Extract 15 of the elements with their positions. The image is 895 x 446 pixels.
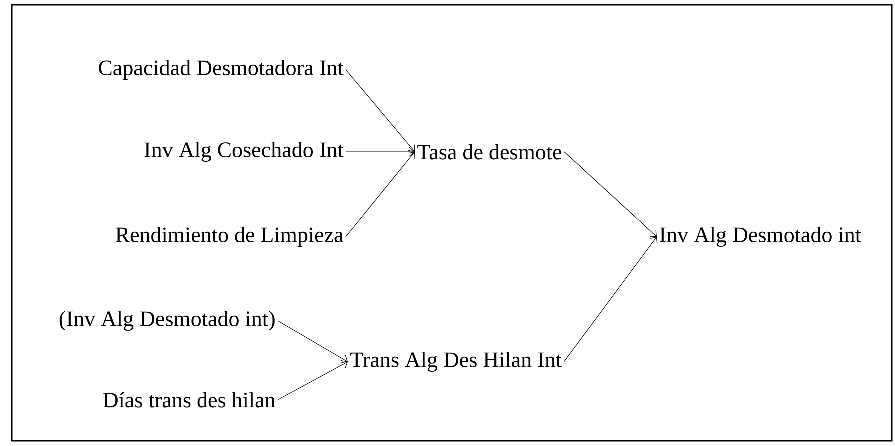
arrow: [278, 360, 348, 400]
arrow: [346, 152, 416, 238]
variable-label: (Inv Alg Desmotado int): [60, 310, 275, 331]
arrow: [346, 147, 415, 157]
arrow: [564, 237, 658, 362]
arrow: [564, 152, 657, 237]
variable-label: Inv Alg Desmotado int: [660, 226, 862, 247]
variable-label: Rendimiento de Limpieza: [116, 227, 344, 247]
arrow: [278, 320, 348, 364]
variable-label: Capacidad Desmotadora Int: [99, 60, 344, 80]
variable-label: Tasa de desmote: [418, 144, 562, 160]
arrow: [346, 70, 416, 152]
variable-label: Trans Alg Des Hilan Int: [350, 352, 562, 372]
variable-label: Inv Alg Cosechado Int: [144, 142, 344, 162]
variable-label: Días trans des hilan: [104, 392, 276, 408]
